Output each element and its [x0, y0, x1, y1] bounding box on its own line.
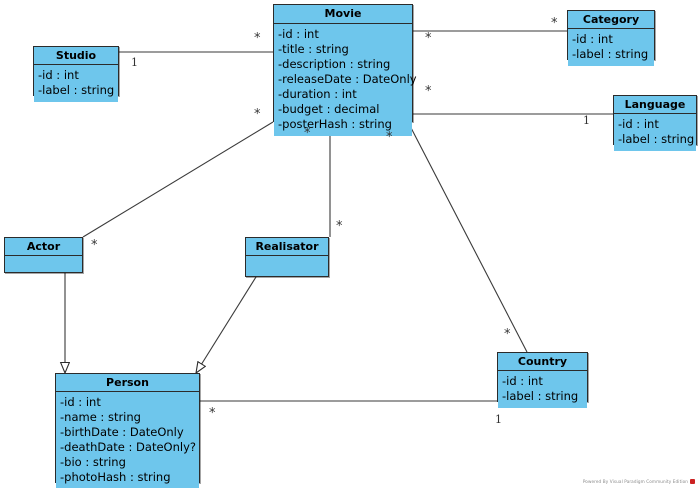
uml-class-studio[interactable]: Studio-id : int-label : string: [33, 46, 119, 102]
attribute-row: -id : int: [618, 117, 659, 131]
multiplicity-person-country-right: 1: [495, 413, 502, 426]
attribute-row: -releaseDate : DateOnly: [278, 72, 417, 86]
uml-class-country[interactable]: Country-id : int-label : string: [497, 352, 588, 408]
uml-class-category[interactable]: Category-id : int-label : string: [567, 10, 655, 66]
multiplicity-realisator-side: *: [336, 219, 343, 234]
attribute-row: -label : string: [618, 132, 695, 146]
multiplicity-language-side: 1: [583, 114, 590, 127]
multiplicity-movie-right-category: *: [425, 31, 432, 46]
watermark-text: Powered By Visual Paradigm Community Edi…: [582, 479, 688, 484]
attribute-row: -label : string: [572, 47, 649, 61]
multiplicity-movie-bottom-realisator: *: [304, 126, 311, 141]
multiplicity-person-country-left: *: [209, 406, 216, 421]
class-attributes-movie: -id : int-title : string-description : s…: [274, 24, 417, 136]
edge-movie-actor[interactable]: [82, 121, 274, 238]
class-attributes-category: -id : int-label : string: [568, 29, 654, 66]
class-attributes-studio: -id : int-label : string: [34, 65, 118, 102]
vp-watermark: Powered By Visual Paradigm Community Edi…: [583, 478, 695, 485]
edge-realisator-person[interactable]: [196, 276, 257, 373]
multiplicity-movie-bottom-country: *: [386, 130, 393, 145]
attribute-row: -label : string: [502, 389, 579, 403]
multiplicity-country-side: *: [504, 327, 511, 342]
uml-class-realisator[interactable]: Realisator: [245, 237, 329, 277]
class-name-category: Category: [568, 11, 654, 29]
multiplicity-movie-left-actor: *: [254, 107, 261, 122]
edge-movie-country[interactable]: [407, 121, 528, 353]
class-attributes-language: -id : int-label : string: [614, 114, 696, 151]
attribute-row: -bio : string: [60, 455, 126, 469]
uml-class-movie[interactable]: Movie-id : int-title : string-descriptio…: [273, 4, 417, 136]
visual-paradigm-logo-icon: [690, 479, 695, 484]
attribute-row: -id : int: [38, 68, 79, 82]
uml-class-person[interactable]: Person-id : int-name : string-birthDate …: [55, 373, 200, 488]
attribute-row: -title : string: [278, 42, 349, 56]
uml-class-actor[interactable]: Actor: [4, 237, 83, 273]
attribute-row: -duration : int: [278, 87, 357, 101]
uml-class-language[interactable]: Language-id : int-label : string: [613, 95, 697, 151]
attribute-row: -budget : decimal: [278, 102, 380, 116]
attribute-row: -id : int: [60, 395, 101, 409]
attribute-row: -deathDate : DateOnly?: [60, 440, 196, 454]
attribute-row: -name : string: [60, 410, 141, 424]
class-name-realisator: Realisator: [246, 238, 328, 256]
multiplicity-actor-side: *: [91, 238, 98, 253]
attribute-row: -id : int: [502, 374, 543, 388]
multiplicity-studio-side: 1: [131, 56, 138, 69]
attribute-row: -description : string: [278, 57, 391, 71]
multiplicity-movie-right-language: *: [425, 84, 432, 99]
multiplicity-movie-left-studio: *: [254, 31, 261, 46]
attribute-row: -photoHash : string: [60, 470, 171, 484]
class-name-country: Country: [498, 353, 587, 371]
class-name-person: Person: [56, 374, 199, 392]
attribute-row: -id : int: [278, 27, 319, 41]
attribute-row: -birthDate : DateOnly: [60, 425, 184, 439]
multiplicity-category-side: *: [551, 16, 558, 31]
class-name-studio: Studio: [34, 47, 118, 65]
class-name-language: Language: [614, 96, 696, 114]
class-attributes-person: -id : int-name : string-birthDate : Date…: [56, 392, 199, 488]
class-name-actor: Actor: [5, 238, 82, 256]
class-name-movie: Movie: [274, 5, 412, 24]
class-attributes-country: -id : int-label : string: [498, 371, 587, 408]
attribute-row: -id : int: [572, 32, 613, 46]
attribute-row: -posterHash : string: [278, 117, 392, 131]
attribute-row: -label : string: [38, 83, 115, 97]
